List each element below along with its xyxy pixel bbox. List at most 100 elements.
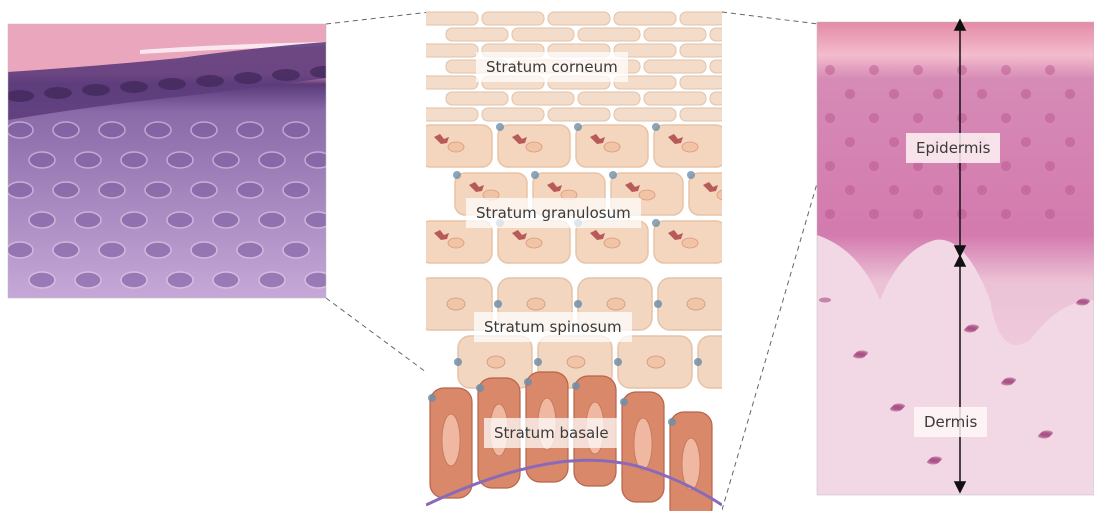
corneum-cell <box>512 92 574 105</box>
nucleus <box>1065 89 1075 99</box>
desmosome <box>654 300 662 308</box>
nucleus <box>283 122 309 138</box>
desmosome <box>524 378 532 386</box>
corneum-cell <box>416 76 478 89</box>
nucleus <box>99 242 125 258</box>
corneum-cell <box>482 108 544 121</box>
nucleus <box>825 161 835 171</box>
nucleus <box>1045 65 1055 75</box>
cell-nucleus <box>487 356 505 368</box>
nucleus <box>1001 65 1011 75</box>
nucleus <box>121 212 147 228</box>
nucleus <box>167 272 193 288</box>
nucleus <box>845 89 855 99</box>
label-epidermis: Epidermis <box>906 133 1000 163</box>
corneum-cell <box>680 76 742 89</box>
nucleus <box>53 242 79 258</box>
corneum-cell <box>710 60 772 73</box>
nucleus <box>259 212 285 228</box>
desmosome <box>476 384 484 392</box>
nucleus <box>121 152 147 168</box>
cell-nucleus <box>604 142 620 152</box>
nucleus <box>191 182 217 198</box>
cell-nucleus <box>687 298 705 310</box>
cell-nucleus <box>682 142 698 152</box>
nucleus <box>889 89 899 99</box>
cell-nucleus <box>639 190 655 200</box>
nucleus <box>53 182 79 198</box>
nucleus <box>75 272 101 288</box>
corneum-cell <box>614 12 676 25</box>
granular-nucleus <box>234 72 262 84</box>
nucleus <box>121 272 147 288</box>
corneum-cell <box>548 12 610 25</box>
desmosome <box>620 398 628 406</box>
cell-nucleus <box>682 238 698 248</box>
corneum-cell <box>548 108 610 121</box>
desmosome <box>414 300 422 308</box>
cell-nucleus <box>604 238 620 248</box>
nucleus <box>7 182 33 198</box>
corneum-cell <box>680 44 742 57</box>
granular-nucleus <box>44 87 72 99</box>
desmosome <box>496 123 504 131</box>
cell-nucleus <box>448 238 464 248</box>
desmosome <box>614 358 622 366</box>
desmosome <box>687 171 695 179</box>
nucleus <box>825 65 835 75</box>
nucleus <box>845 137 855 147</box>
nucleus <box>305 152 331 168</box>
basal-nucleus <box>682 438 700 490</box>
granular-cell <box>689 173 761 215</box>
desmosome <box>652 219 660 227</box>
desmosome <box>574 300 582 308</box>
nucleus <box>977 185 987 195</box>
label-dermis: Dermis <box>914 407 987 437</box>
nucleus <box>29 272 55 288</box>
corneum-cell <box>644 28 706 41</box>
nucleus <box>191 242 217 258</box>
nucleus <box>167 152 193 168</box>
label-stratum-spinosum: Stratum spinosum <box>474 312 632 342</box>
corneum-cell <box>710 28 772 41</box>
nucleus <box>305 212 331 228</box>
fibroblast-nucleus <box>890 407 902 412</box>
granular-nucleus <box>120 81 148 93</box>
corneum-cell <box>416 44 478 57</box>
desmosome <box>668 418 676 426</box>
corneum-cell <box>416 12 478 25</box>
corneum-cell <box>644 92 706 105</box>
nucleus <box>957 209 967 219</box>
nucleus <box>145 182 171 198</box>
nucleus <box>1045 161 1055 171</box>
nucleus <box>913 65 923 75</box>
nucleus <box>29 152 55 168</box>
desmosome <box>494 300 502 308</box>
granular-nucleus <box>272 69 300 81</box>
desmosome <box>574 123 582 131</box>
fibroblast-nucleus <box>1076 301 1088 306</box>
desmosome <box>428 394 436 402</box>
corneum-cell <box>446 92 508 105</box>
nucleus <box>213 152 239 168</box>
nucleus <box>957 65 967 75</box>
desmosome <box>652 123 660 131</box>
fibroblast-nucleus <box>1001 381 1013 386</box>
nucleus <box>1001 161 1011 171</box>
nucleus <box>1021 89 1031 99</box>
desmosome <box>609 171 617 179</box>
micrograph-left <box>6 24 338 298</box>
cell-nucleus <box>448 142 464 152</box>
cell-nucleus <box>567 356 585 368</box>
desmosome <box>454 358 462 366</box>
basal-nucleus <box>634 418 652 470</box>
corneum-cell <box>446 28 508 41</box>
corneum-cell <box>578 28 640 41</box>
cell-nucleus <box>717 190 733 200</box>
nucleus <box>889 137 899 147</box>
schematic-granulosum-cells <box>418 123 761 263</box>
nucleus <box>237 182 263 198</box>
nucleus <box>145 122 171 138</box>
granular-nucleus <box>158 78 186 90</box>
corneum-cell <box>614 108 676 121</box>
